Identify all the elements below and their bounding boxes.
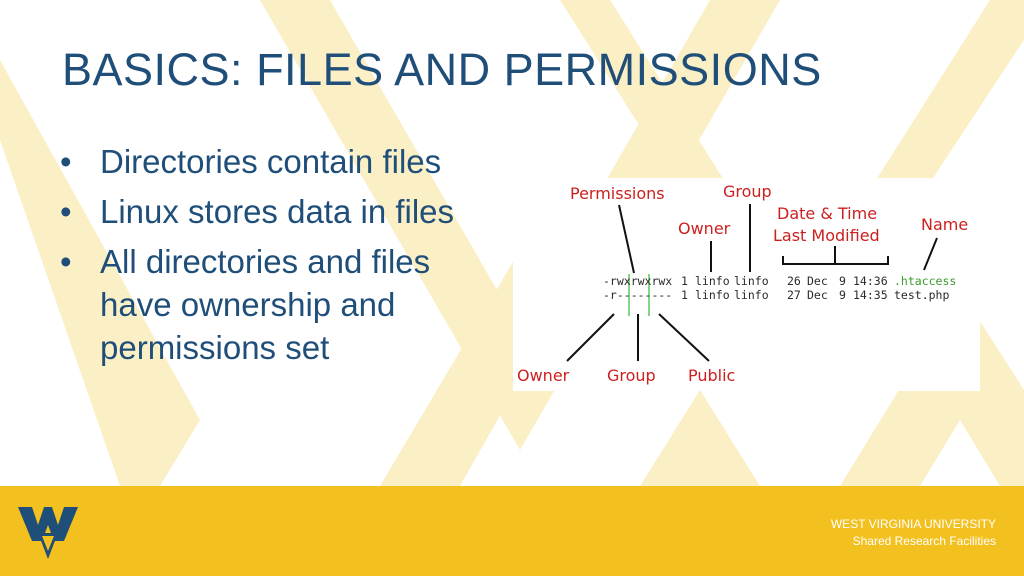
bullet-item: • Linux stores data in files	[60, 190, 480, 233]
bullet-text: All directories and files have ownership…	[100, 243, 431, 366]
row-owner: linfo	[695, 274, 730, 288]
label-date-time: Date & Time	[777, 204, 877, 223]
footer-dept-name: Shared Research Facilities	[852, 534, 996, 548]
label-public: Public	[688, 366, 735, 385]
pointer-public-bottom	[658, 313, 710, 362]
label-last-modified: Last Modified	[773, 226, 880, 245]
bullet-list: • Directories contain files • Linux stor…	[60, 140, 480, 376]
footer-org-block: WEST VIRGINIA UNIVERSITY Shared Research…	[831, 516, 996, 550]
label-group-bottom: Group	[607, 366, 656, 385]
slide-title: BASICS: FILES AND PERMISSIONS	[62, 44, 822, 95]
label-permissions: Permissions	[570, 184, 665, 203]
row-day: 27	[787, 288, 801, 302]
row-filename: test.php	[894, 288, 949, 302]
bullet-text: Directories contain files	[100, 143, 442, 180]
row-perms: -r--------	[603, 288, 672, 302]
row-filename: .htaccess	[894, 274, 956, 288]
label-owner-bottom: Owner	[517, 366, 570, 385]
row-perms: -rwxrwxrwx	[603, 274, 672, 288]
row-hour: 9	[839, 288, 846, 302]
label-owner-top: Owner	[678, 219, 731, 238]
wv-logo-icon	[18, 507, 78, 559]
row-day: 26	[787, 274, 801, 288]
bullet-text: Linux stores data in files	[100, 193, 455, 230]
bullet-marker: •	[60, 243, 72, 280]
row-owner: linfo	[695, 288, 730, 302]
label-group-top: Group	[723, 182, 772, 201]
footer-band	[0, 486, 1024, 576]
row-month: Dec	[807, 288, 828, 302]
row-group: linfo	[734, 274, 769, 288]
listing-row: -rwxrwxrwx 1 linfo linfo 26 Dec 9 14:36 …	[603, 274, 956, 288]
row-links: 1	[681, 288, 688, 302]
bullet-marker: •	[60, 143, 72, 180]
row-time: 14:35	[853, 288, 888, 302]
pointer-owner-bottom	[566, 313, 615, 362]
row-links: 1	[681, 274, 688, 288]
listing-row: -r-------- 1 linfo linfo 27 Dec 9 14:35 …	[603, 288, 949, 302]
row-hour: 9	[839, 274, 846, 288]
bullet-marker: •	[60, 193, 72, 230]
row-month: Dec	[807, 274, 828, 288]
pointer-permissions	[618, 204, 635, 274]
footer-org-name: WEST VIRGINIA UNIVERSITY	[830, 517, 996, 531]
permissions-diagram: Permissions Group Owner Date & Time Last…	[513, 178, 980, 391]
pointer-name	[923, 237, 938, 271]
bullet-item: • All directories and files have ownersh…	[60, 240, 480, 369]
row-group: linfo	[734, 288, 769, 302]
row-time: 14:36	[853, 274, 888, 288]
bullet-item: • Directories contain files	[60, 140, 480, 183]
label-name: Name	[921, 215, 968, 234]
